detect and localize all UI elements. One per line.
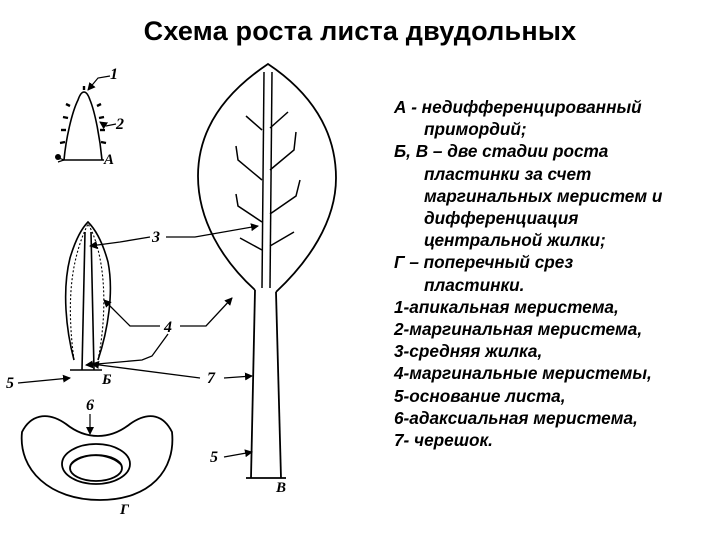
legend-line: 4-маргинальные меристемы, [394,363,652,384]
legend-line: пластинки. [424,274,525,295]
label-stage-v: В [275,480,286,496]
slide-title: Схема роста листа двудольных [143,16,577,46]
label-number-4: 4 [163,319,172,336]
label-pointers-b-v [17,223,259,458]
label-number-2: 2 [115,116,124,133]
cross-section-g [20,415,174,501]
legend-line: центральной жилки; [424,230,606,251]
legend-line: Б, В – две стадии роста [394,141,609,162]
legend-line: 3-средняя жилка, [394,341,543,362]
legend-line: 5-основание листа, [394,385,566,406]
label-number-6: 6 [86,397,94,414]
legend-line: 2-маргинальная меристема, [394,319,643,340]
label-number-3: 3 [151,229,160,246]
legend-line: дифференциация [424,208,579,229]
legend-line: Г – поперечный срез [394,252,574,273]
legend-line: пластинки за счет [424,163,592,184]
legend-line: примордий; [424,119,527,140]
legend-line: 6-адаксиальная меристема, [394,407,638,428]
label-number-1: 1 [110,66,118,83]
leaf-v [197,62,337,479]
label-pointers-a [87,75,117,130]
legend-line: 1-апикальная меристема, [394,296,619,317]
label-stage-a: А [103,152,114,168]
label-number-5-v: 5 [210,449,218,466]
primordium-a [55,86,107,163]
legend-line: 7- черешок. [394,430,493,451]
label-stage-g: Г [119,502,130,518]
primordium-dot [55,154,61,160]
legend: А - недифференцированный примордий; Б, В… [394,96,714,451]
legend-line: маргинальных меристем и [424,185,663,206]
label-number-5-b: 5 [6,375,14,392]
legend-line: А - недифференцированный [394,97,642,117]
label-stage-b: Б [101,372,112,388]
label-number-7: 7 [207,370,216,387]
